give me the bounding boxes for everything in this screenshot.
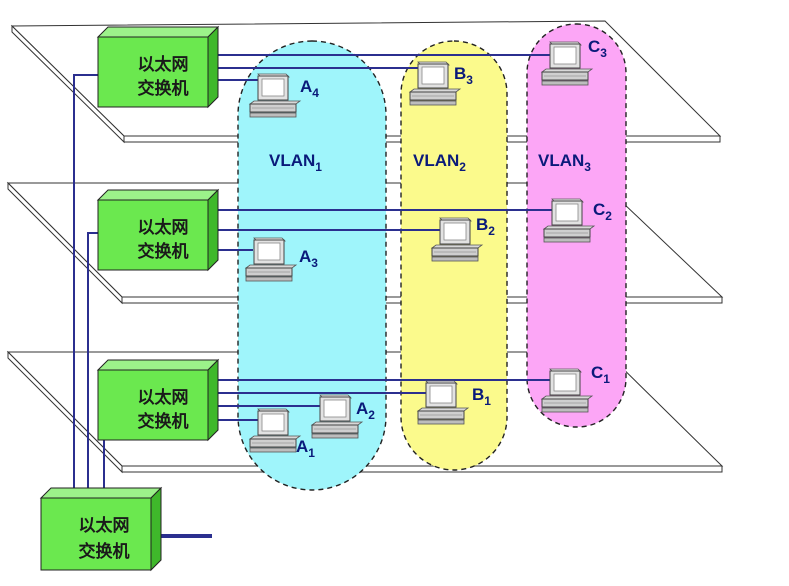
pc-a3-label: A3 bbox=[299, 247, 318, 270]
vlan1-region bbox=[237, 40, 387, 491]
riser-top bbox=[73, 74, 98, 490]
pc-b3-label: B3 bbox=[454, 64, 473, 87]
switch-core-label-1: 以太网 bbox=[79, 515, 130, 536]
switch-bottom-label-1: 以太网 bbox=[138, 387, 189, 408]
switch-top-label-1: 以太网 bbox=[138, 54, 189, 75]
pc-a1-label: A1 bbox=[296, 437, 315, 460]
switch-bottom-label-2: 交换机 bbox=[138, 411, 189, 432]
pc-a2-label: A2 bbox=[356, 399, 375, 422]
pc-a4-label: A4 bbox=[300, 77, 319, 100]
switch-middle-label-2: 交换机 bbox=[138, 241, 189, 262]
switch-middle: 以太网 交换机 bbox=[96, 188, 220, 272]
switch-top-label-2: 交换机 bbox=[138, 78, 189, 99]
vlan1-label: VLAN1 bbox=[269, 151, 322, 174]
vlan2-label: VLAN2 bbox=[413, 151, 466, 174]
switch-bottom: 以太网 交换机 bbox=[96, 358, 220, 442]
pc-c1-label: C1 bbox=[591, 363, 610, 386]
switch-core-label-2: 交换机 bbox=[79, 541, 130, 562]
pc-c3-label: C3 bbox=[588, 37, 607, 60]
pc-b2-label: B2 bbox=[476, 215, 495, 238]
riser-middle bbox=[87, 232, 98, 490]
vlan3-label: VLAN3 bbox=[538, 151, 591, 174]
pc-b1-label: B1 bbox=[472, 385, 491, 408]
switch-top: 以太网 交换机 bbox=[96, 25, 220, 109]
switch-middle-label-1: 以太网 bbox=[138, 217, 189, 238]
switch-core: 以太网 交换机 bbox=[39, 486, 163, 572]
pc-c2-label: C2 bbox=[593, 200, 612, 223]
